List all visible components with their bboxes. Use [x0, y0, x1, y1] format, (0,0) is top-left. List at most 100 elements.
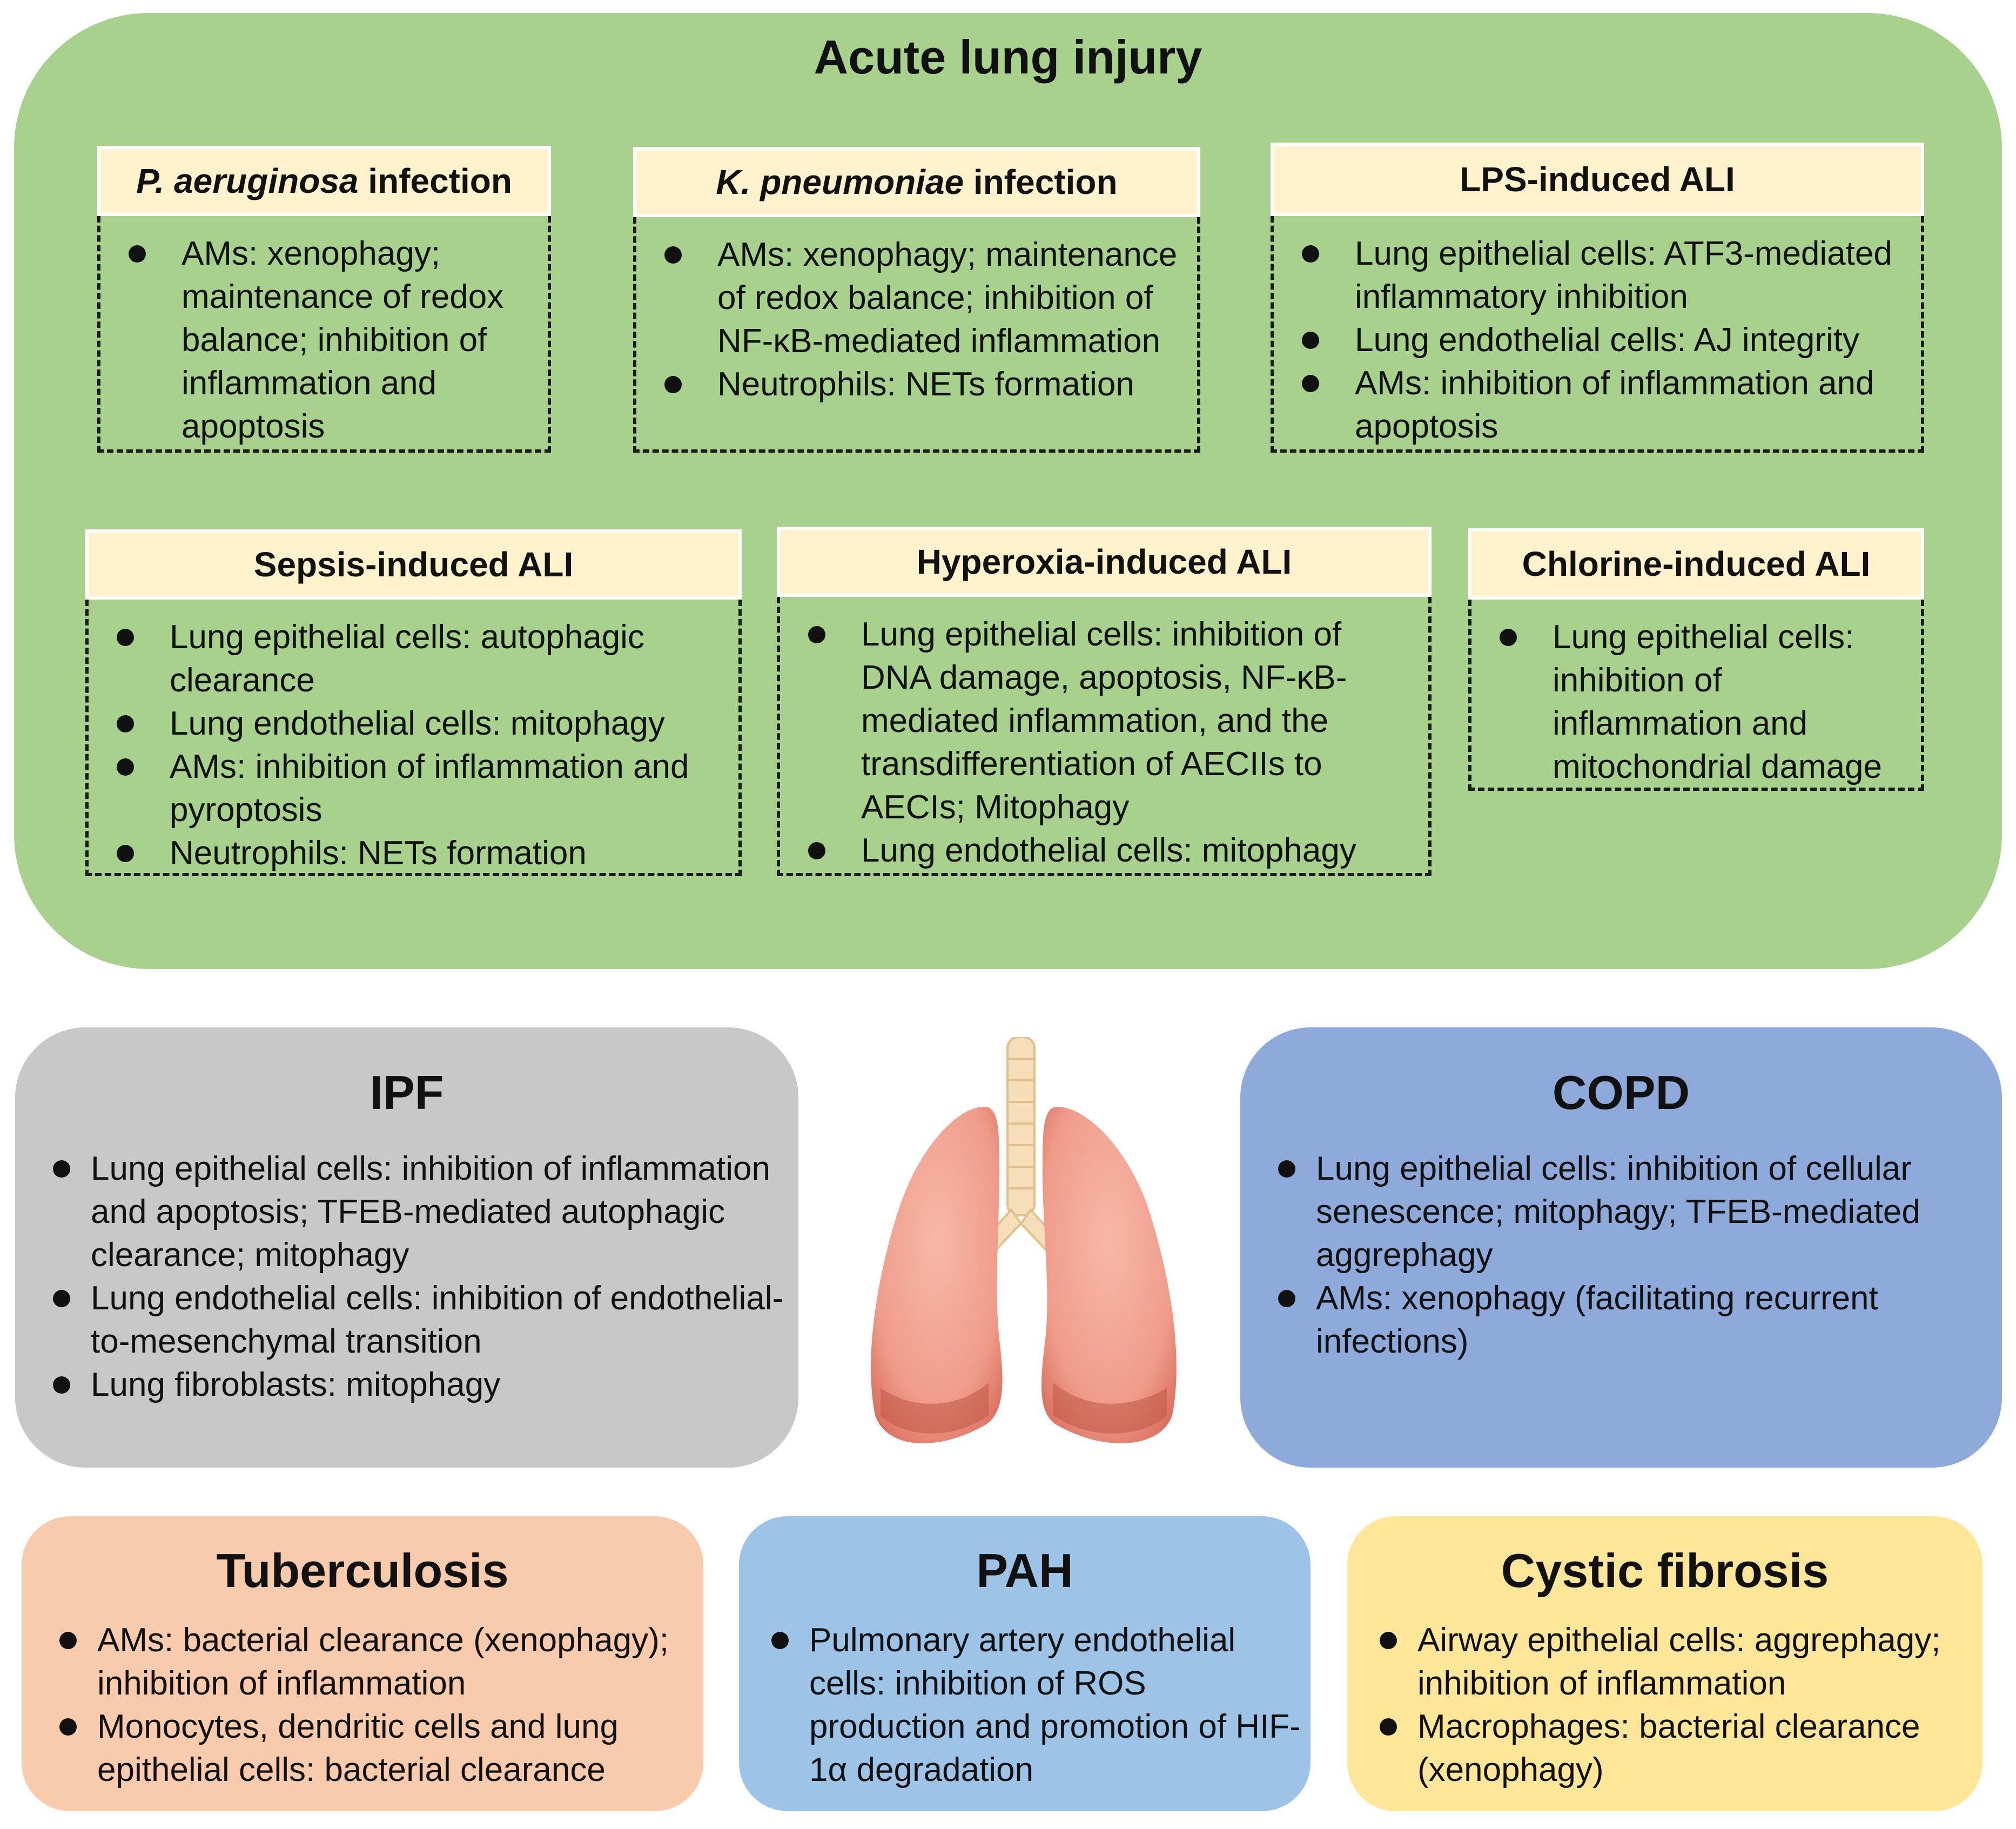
copd-title: COPD: [1552, 1066, 1690, 1119]
bullet-icon: [117, 715, 134, 732]
list-item-text: Neutrophils: NETs formation: [717, 366, 1134, 403]
list-item: AMs: bacterial clearance (xenophagy); in…: [43, 1619, 700, 1705]
list-item-text: Lung epithelial cells: ATF3-mediated inf…: [1355, 235, 1892, 315]
list-item: Airway epithelial cells: aggrephagy; inh…: [1363, 1619, 1974, 1705]
pah-panel: PAH Pulmonary artery endothelial cells: …: [739, 1516, 1311, 1811]
list-item: Lung epithelial cells: ATF3-mediated inf…: [1301, 232, 1910, 319]
list-item: Lung endothelial cells: mitophagy: [807, 829, 1417, 872]
bullet-icon: [1302, 332, 1319, 349]
tuberculosis-panel: Tuberculosis AMs: bacterial clearance (x…: [22, 1516, 703, 1811]
copd-list: Lung epithelial cells: inhibition of cel…: [1262, 1147, 1980, 1363]
p-aeruginosa-box: AMs: xenophagy; maintenance of redox bal…: [97, 216, 551, 453]
list-item-text: Macrophages: bacterial clearance (xenoph…: [1417, 1708, 1920, 1788]
copd-panel: COPD Lung epithelial cells: inhibition o…: [1240, 1027, 2002, 1468]
list-item-text: AMs: bacterial clearance (xenophagy); in…: [97, 1622, 669, 1702]
list-item-text: Lung fibroblasts: mitophagy: [91, 1366, 501, 1403]
list-item: Neutrophils: NETs formation: [116, 832, 728, 875]
lps-induced-ali-box-title: LPS-induced ALI: [1271, 143, 1924, 216]
bullet-icon: [53, 1376, 70, 1394]
bullet-icon: [1302, 245, 1319, 263]
list-item-text: Pulmonary artery endothelial cells: inhi…: [809, 1622, 1301, 1788]
list-item-text: Lung epithelial cells: inhibition of inf…: [1553, 618, 1883, 785]
list-item: Lung epithelial cells: inhibition of cel…: [1262, 1147, 1980, 1277]
k-pneumoniae-box-title: K. pneumoniae infection: [633, 147, 1200, 217]
list-item-text: Lung epithelial cells: inhibition of inf…: [91, 1150, 770, 1274]
list-item: Lung endothelial cells: inhibition of en…: [37, 1277, 793, 1363]
bullet-icon: [664, 246, 682, 264]
list-item: AMs: xenophagy; maintenance of redox bal…: [663, 233, 1186, 363]
list-item: Lung endothelial cells: AJ integrity: [1301, 319, 1910, 362]
hyperoxia-induced-ali-box: Lung epithelial cells: inhibition of DNA…: [777, 597, 1432, 876]
bullet-icon: [117, 758, 134, 776]
list-item-text: AMs: xenophagy; maintenance of redox bal…: [717, 236, 1178, 360]
bullet-icon: [53, 1290, 70, 1307]
bullet-icon: [129, 245, 146, 263]
ipf-title: IPF: [369, 1066, 444, 1119]
sepsis-induced-ali-box-title: Sepsis-induced ALI: [85, 529, 742, 600]
list-item-text: Lung epithelial cells: inhibition of DNA…: [861, 616, 1347, 826]
list-item-text: Airway epithelial cells: aggrephagy; inh…: [1417, 1622, 1941, 1702]
list-item: Pulmonary artery endothelial cells: inhi…: [755, 1619, 1301, 1792]
p-aeruginosa-species: P. aeruginosa: [136, 162, 359, 200]
k-pneumoniae-species: K. pneumoniae: [716, 163, 964, 201]
bullet-icon: [1278, 1290, 1295, 1307]
hyperoxia-induced-ali-box-title: Hyperoxia-induced ALI: [777, 527, 1432, 597]
bullet-icon: [1380, 1632, 1397, 1649]
k-pneumoniae-title-rest: infection: [964, 163, 1118, 201]
bullet-icon: [59, 1718, 77, 1736]
p-aeruginosa-title-rest: infection: [358, 162, 512, 200]
tuberculosis-list: AMs: bacterial clearance (xenophagy); in…: [43, 1619, 700, 1792]
list-item: Lung epithelial cells: inhibition of inf…: [37, 1147, 793, 1277]
bullet-icon: [117, 629, 134, 646]
list-item: Lung epithelial cells: inhibition of DNA…: [807, 613, 1417, 829]
lungs-illustration: [871, 1037, 1177, 1444]
list-item: Lung endothelial cells: mitophagy: [116, 702, 728, 745]
list-item-text: Lung endothelial cells: mitophagy: [170, 705, 665, 742]
ipf-list: Lung epithelial cells: inhibition of inf…: [37, 1147, 793, 1407]
bullet-icon: [1302, 375, 1319, 392]
list-item: Lung epithelial cells: autophagic cleara…: [116, 616, 728, 702]
pah-list: Pulmonary artery endothelial cells: inhi…: [755, 1619, 1301, 1792]
list-item-text: Lung endothelial cells: mitophagy: [861, 832, 1356, 869]
tuberculosis-title: Tuberculosis: [216, 1544, 509, 1597]
list-item-text: Lung epithelial cells: autophagic cleara…: [170, 618, 644, 699]
k-pneumoniae-box: AMs: xenophagy; maintenance of redox bal…: [633, 217, 1200, 453]
list-item-text: AMs: xenophagy; maintenance of redox bal…: [182, 235, 504, 445]
cystic-fibrosis-title: Cystic fibrosis: [1501, 1544, 1829, 1597]
list-item: Lung epithelial cells: inhibition of inf…: [1498, 616, 1910, 789]
list-item: AMs: inhibition of inflammation and pyro…: [116, 745, 728, 832]
pah-title: PAH: [976, 1544, 1073, 1597]
list-item: Lung fibroblasts: mitophagy: [37, 1363, 793, 1407]
left-lung-icon: [871, 1107, 1003, 1444]
list-item: Macrophages: bacterial clearance (xenoph…: [1363, 1705, 1974, 1792]
list-item: Neutrophils: NETs formation: [663, 363, 1186, 406]
right-lung-icon: [1041, 1107, 1177, 1444]
bullet-icon: [1380, 1718, 1397, 1736]
bullet-icon: [1500, 629, 1517, 646]
list-item: AMs: xenophagy; maintenance of redox bal…: [127, 232, 537, 448]
sepsis-induced-ali-box: Lung epithelial cells: autophagic cleara…: [85, 600, 742, 876]
list-item-text: Lung endothelial cells: inhibition of en…: [91, 1280, 784, 1360]
list-item-text: Neutrophils: NETs formation: [170, 835, 587, 872]
bullet-icon: [53, 1160, 70, 1178]
cystic-fibrosis-list: Airway epithelial cells: aggrephagy; inh…: [1363, 1619, 1974, 1792]
bullet-icon: [664, 376, 682, 393]
list-item-text: AMs: inhibition of inflammation and apop…: [1355, 365, 1874, 445]
list-item-text: AMs: xenophagy (facilitating recurrent i…: [1316, 1280, 1878, 1360]
lps-induced-ali-box: Lung epithelial cells: ATF3-mediated inf…: [1271, 216, 1924, 453]
bullet-icon: [808, 842, 825, 859]
bullet-icon: [771, 1632, 789, 1649]
list-item-text: Monocytes, dendritic cells and lung epit…: [97, 1708, 619, 1788]
list-item-text: AMs: inhibition of inflammation and pyro…: [170, 748, 689, 829]
bullet-icon: [117, 845, 134, 862]
bullet-icon: [808, 626, 825, 643]
bullet-icon: [1278, 1160, 1295, 1178]
list-item: AMs: xenophagy (facilitating recurrent i…: [1262, 1277, 1980, 1363]
bullet-icon: [59, 1632, 77, 1649]
list-item-text: Lung epithelial cells: inhibition of cel…: [1316, 1150, 1920, 1274]
cystic-fibrosis-panel: Cystic fibrosis Airway epithelial cells:…: [1347, 1516, 1983, 1811]
ipf-panel: IPF Lung epithelial cells: inhibition of…: [15, 1027, 798, 1468]
list-item: AMs: inhibition of inflammation and apop…: [1301, 362, 1910, 448]
p-aeruginosa-box-title: P. aeruginosa infection: [97, 146, 551, 216]
acute-lung-injury-title: Acute lung injury: [814, 30, 1202, 84]
